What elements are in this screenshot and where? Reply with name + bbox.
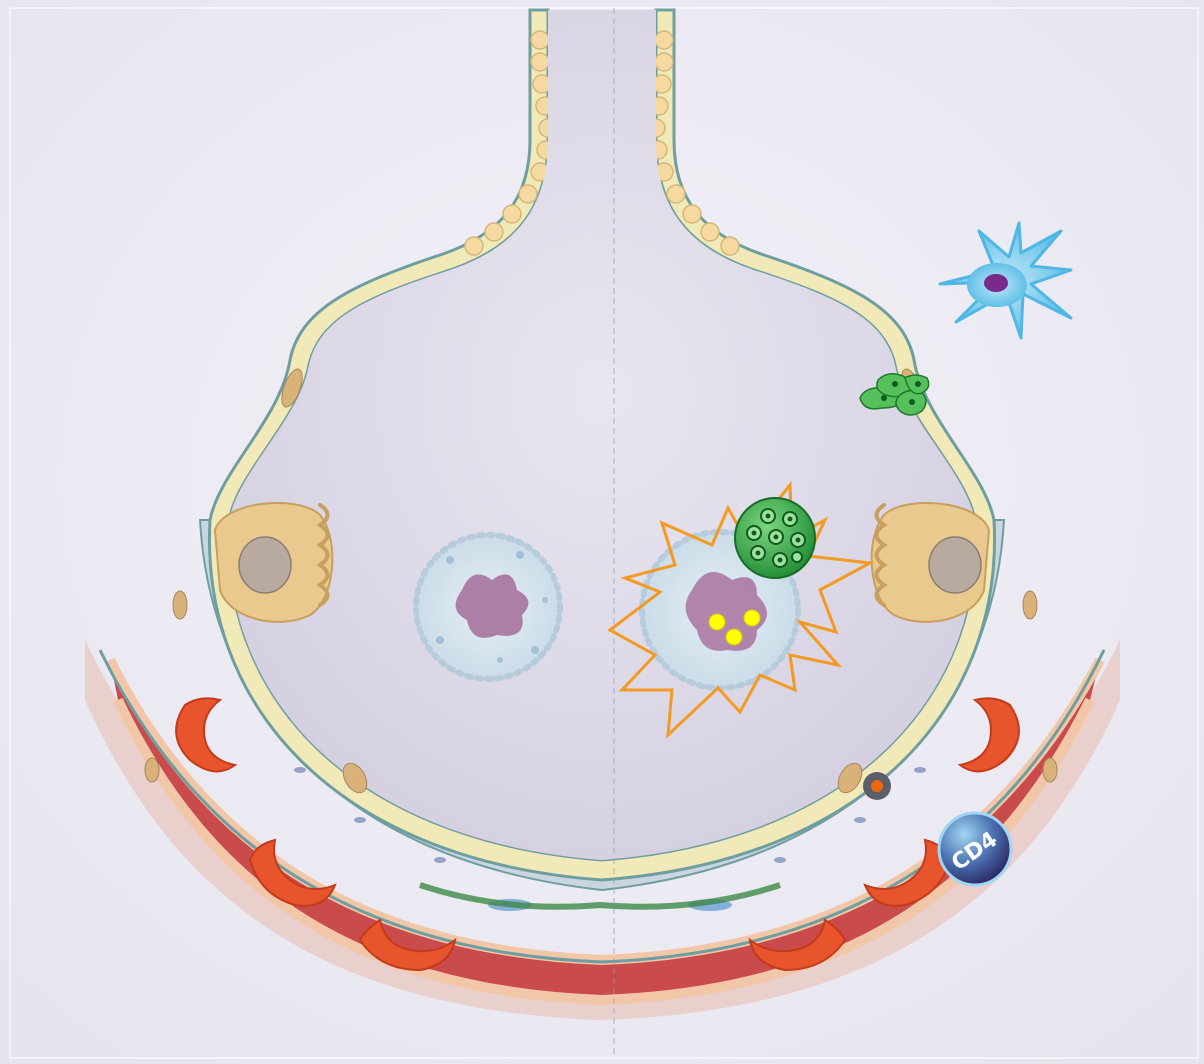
type-2-pneumocyte-icon <box>872 503 989 622</box>
cd4-t-cell-icon: CD4 <box>939 813 1011 885</box>
lymphocyte-icon <box>863 772 891 800</box>
fungal-cyst-icon <box>735 498 815 578</box>
alveolar-macrophage-icon <box>416 535 560 679</box>
type-2-pneumocyte-icon <box>215 503 332 622</box>
